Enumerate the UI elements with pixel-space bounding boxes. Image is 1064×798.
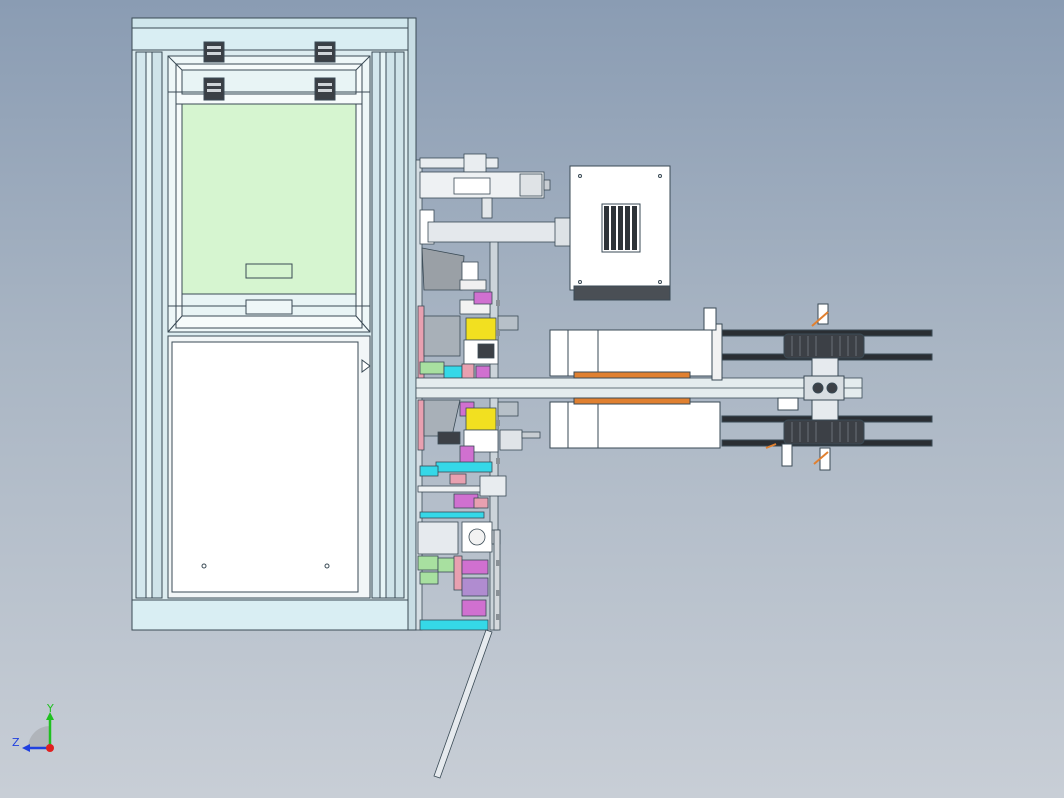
upper-pulley (783, 333, 865, 359)
z-axis-label: Z (12, 736, 20, 749)
motor-box (569, 165, 671, 301)
upper-glass-panel (181, 103, 357, 295)
vent-grille (604, 206, 637, 250)
y-axis-label: Y (46, 702, 54, 715)
central-mechanism (415, 153, 863, 631)
belt-unit (549, 303, 933, 471)
inclined-rod (433, 629, 493, 779)
lower-door-panel (171, 341, 359, 593)
door-handle (245, 299, 293, 315)
coordinate-triad: Y Z (12, 702, 54, 752)
yellow-sensor-lower (465, 407, 497, 431)
yellow-sensor-upper (465, 317, 497, 341)
x-axis-dot (46, 744, 54, 752)
upper-roller-housing (549, 329, 721, 377)
lower-roller-housing (549, 401, 721, 449)
lower-pulley (783, 419, 865, 445)
cabinet (131, 17, 417, 631)
drive-shaft (427, 221, 563, 243)
window-label-plate (245, 263, 293, 279)
